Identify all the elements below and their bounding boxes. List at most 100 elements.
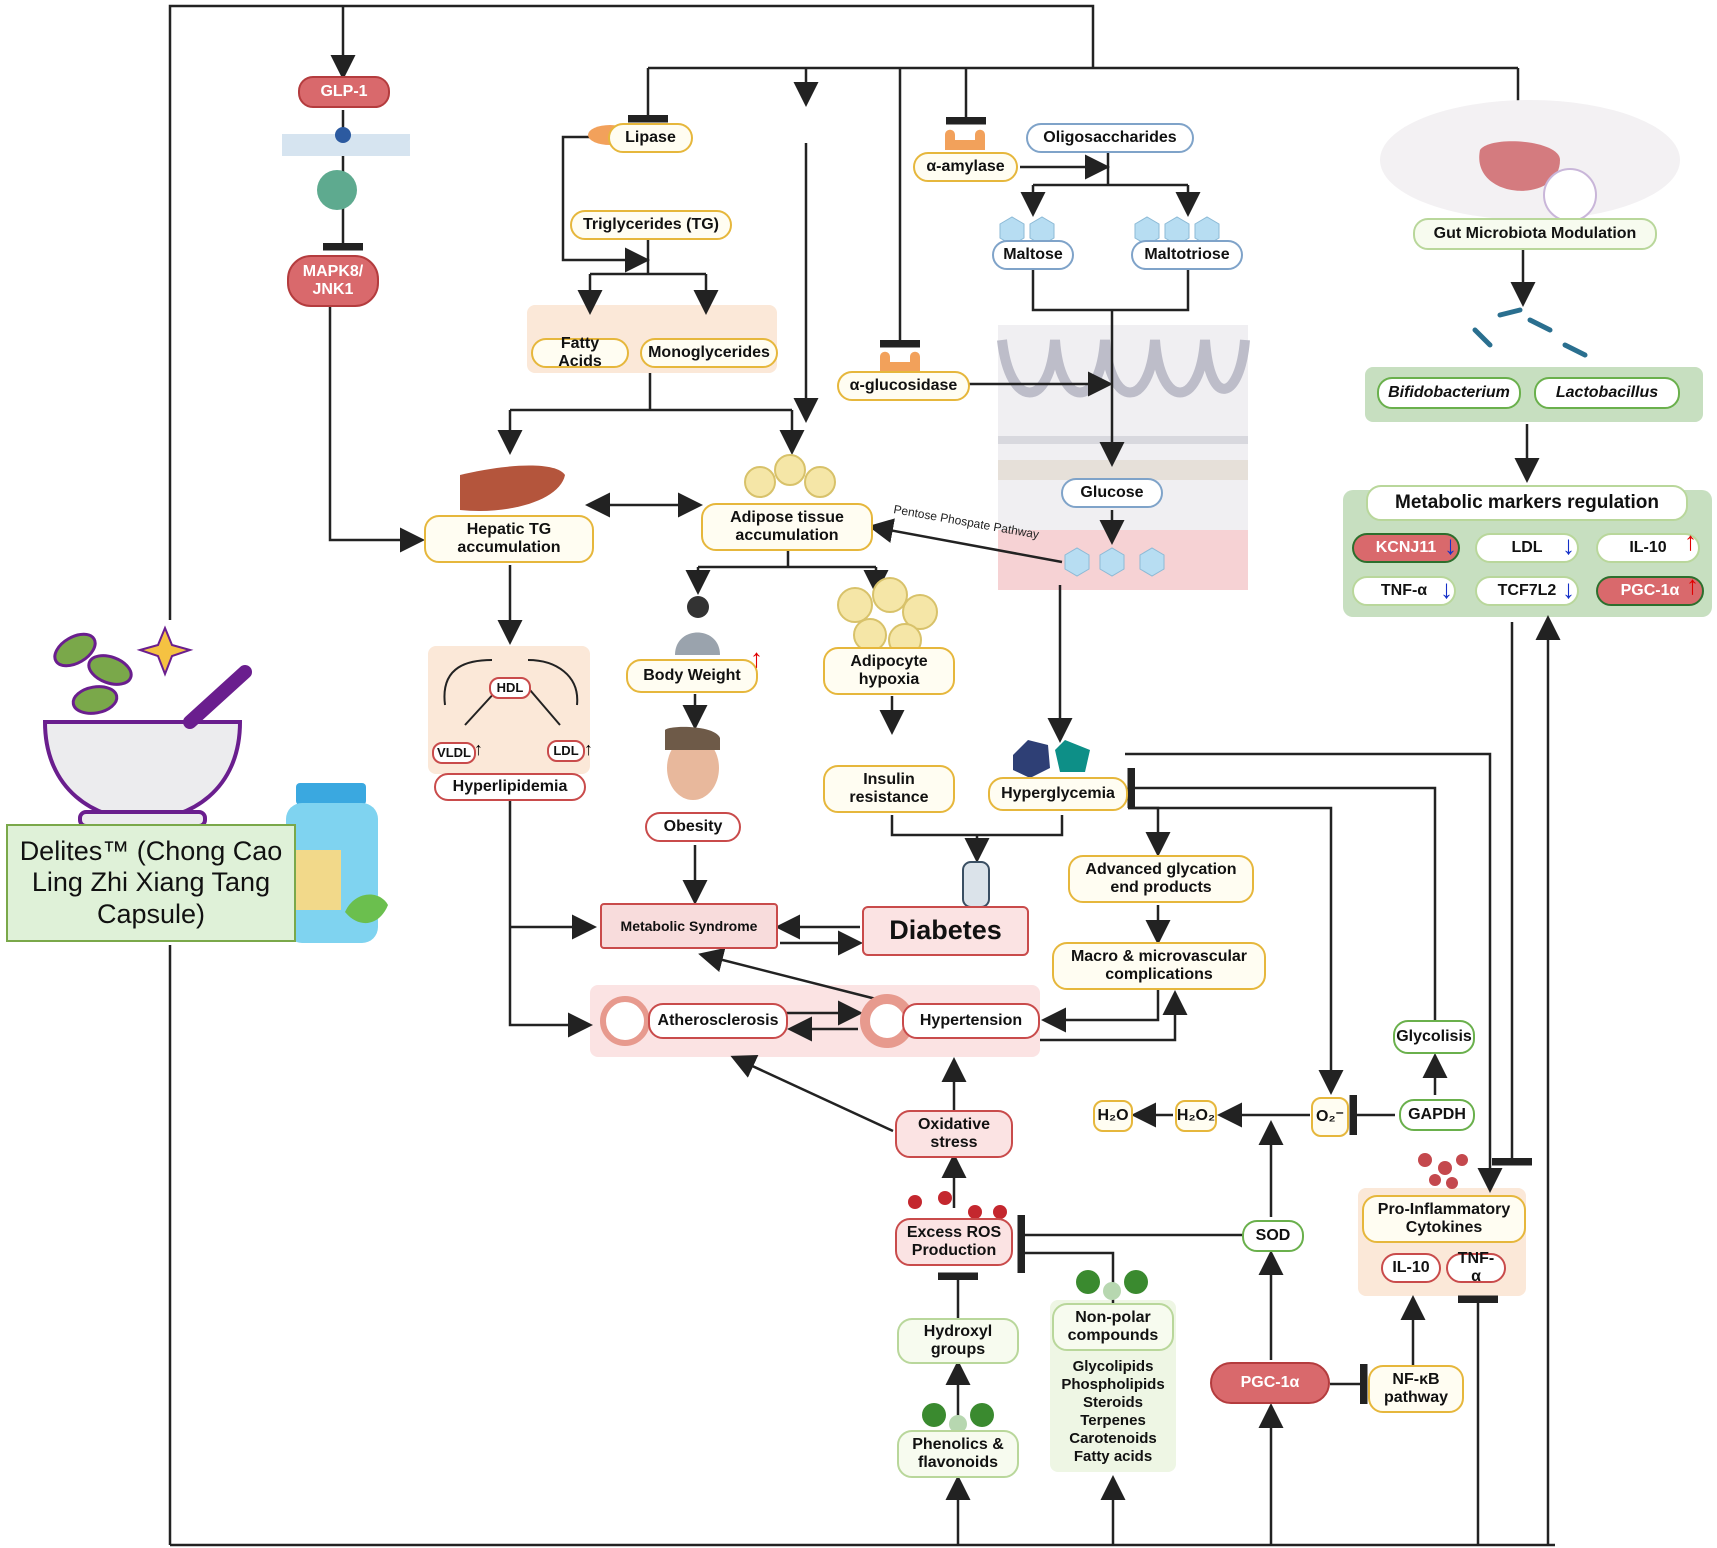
maltotriose-node: Maltotriose (1131, 240, 1243, 270)
liver-icon (460, 465, 565, 511)
macro-to-hyp (1041, 990, 1160, 1033)
tnfa-marker: TNF-α (1352, 576, 1456, 606)
maltose-node: Maltose (992, 240, 1074, 270)
o2-node: O₂⁻ (1311, 1097, 1349, 1137)
non-polar-list: Glycolipids Phospholipids Steroids Terpe… (1061, 1358, 1165, 1465)
non-polar-node: Non-polar compounds (1052, 1303, 1174, 1351)
oligosaccharides-node: Oligosaccharides (1026, 123, 1194, 153)
person-icon (675, 596, 720, 655)
triglycerides-node: Triglycerides (TG) (570, 210, 732, 240)
hydroxyl-node: Hydroxyl groups (897, 1318, 1019, 1364)
metabolic-markers-node: Metabolic markers regulation (1366, 485, 1688, 521)
ros-icon (908, 1191, 1007, 1219)
il10-up-arrow: ↑ (1684, 526, 1697, 556)
nfkb-node: NF-κB pathway (1368, 1365, 1464, 1413)
alpha-glucosidase-node: α-glucosidase (837, 371, 970, 401)
lipid-cycle (443, 659, 579, 726)
atherosclerosis-node: Atherosclerosis (648, 1003, 788, 1039)
bacteria-icon (1472, 307, 1588, 358)
sod-node: SOD (1242, 1220, 1304, 1252)
glucose-icons (999, 216, 1220, 577)
pgc1a-marker: PGC-1α (1596, 576, 1704, 606)
lipase-loop (561, 135, 650, 273)
tnfa-down-arrow: ↓ (1440, 574, 1453, 604)
macro-up (1040, 990, 1188, 1042)
mortar-icon (42, 625, 252, 828)
hepatic-tg-node: Hepatic TG accumulation (424, 515, 594, 563)
product-label: Delites™ (Chong Cao Ling Zhi Xiang Tang … (6, 824, 296, 942)
artery-icon (600, 996, 650, 1046)
fa-mg-down (510, 373, 792, 412)
bifidobacterium-node: Bifidobacterium (1377, 377, 1521, 409)
hyperglycemia-node: Hyperglycemia (988, 777, 1128, 811)
h2o-node: H₂O (1093, 1100, 1133, 1132)
villi-shape (997, 339, 1250, 398)
adipocyte-hypoxia-node: Adipocyte hypoxia (823, 647, 955, 695)
body-weight-up-arrow: ↑ (750, 643, 763, 673)
ldl-small-node: LDL (547, 740, 585, 762)
tnfa-cytokine: TNF-α (1446, 1250, 1506, 1285)
ldl-marker: LDL (1475, 533, 1579, 563)
glycolisis-to-hg (1127, 768, 1437, 1020)
phenolics-node: Phenolics & flavonoids (897, 1430, 1019, 1478)
membrane-icon (282, 127, 410, 210)
bottle-icon (286, 783, 388, 943)
il10-marker: IL-10 (1596, 533, 1700, 563)
ldl-up-arrow: ↑ (584, 739, 593, 759)
tcf7l2-marker: TCF7L2 (1475, 576, 1579, 606)
pgc1a-up-arrow: ↑ (1686, 570, 1699, 600)
hdl-node: HDL (489, 677, 531, 699)
monoglycerides-node: Monoglycerides (640, 338, 778, 368)
tg-split (590, 240, 706, 276)
adipose-tissue-node: Adipose tissue accumulation (701, 503, 873, 551)
hg-to-age (1128, 806, 1171, 857)
tcf7l2-down-arrow: ↓ (1562, 574, 1575, 604)
lactobacillus-node: Lactobacillus (1534, 377, 1680, 409)
hyperlipid-down (508, 800, 593, 1038)
phenolic-icon (922, 1270, 1148, 1433)
pgc1a-node: PGC-1α (1210, 1362, 1330, 1404)
vldl-node: VLDL (432, 742, 476, 764)
hypertension-node: Hypertension (902, 1003, 1040, 1039)
il10-cytokine: IL-10 (1381, 1253, 1441, 1283)
adipose-split (698, 550, 876, 569)
kcnj11-marker: KCNJ11 (1352, 533, 1460, 563)
hyperlipidemia-node: Hyperlipidemia (434, 773, 586, 801)
metabolic-syndrome-node: Metabolic Syndrome (600, 903, 778, 949)
glucometer-icon (962, 861, 990, 908)
glucose-node: Glucose (1061, 478, 1163, 508)
gut-microbiota-node: Gut Microbiota Modulation (1413, 218, 1657, 250)
gapdh-node: GAPDH (1399, 1099, 1475, 1131)
enzyme-icon (945, 129, 985, 150)
obesity-node: Obesity (645, 812, 741, 842)
frame-top (168, 4, 1095, 620)
kcnj11-down-arrow: ↓ (1444, 530, 1457, 560)
mapk-to-hepatic (328, 305, 425, 553)
fatty-acids-node: Fatty Acids (531, 335, 629, 370)
vldl-up-arrow: ↑ (474, 739, 483, 759)
pentose-arrow (868, 518, 1063, 564)
mouse-gut-icon (1380, 100, 1680, 222)
h2o2-node: H₂O₂ (1175, 1100, 1217, 1132)
glycolisis-node: Glycolisis (1393, 1020, 1475, 1054)
hyp-to-ms (698, 947, 881, 1002)
age-node: Advanced glycation end products (1068, 855, 1254, 903)
enzyme-icon (880, 351, 920, 372)
adipocyte-icon (744, 454, 938, 657)
ox-to-ath (730, 1055, 894, 1133)
ldl-down-arrow: ↓ (1562, 530, 1575, 560)
pro-inflam-node: Pro-Inflammatory Cytokines (1362, 1195, 1526, 1243)
cytokine-icon (1418, 1153, 1468, 1189)
hg-to-cytokines (1125, 752, 1503, 1193)
ir-hg-join (890, 815, 1064, 858)
diabetes-node: Diabetes (862, 906, 1029, 956)
glp1-node: GLP-1 (298, 76, 390, 108)
sugar-shapes-icon (1013, 740, 1090, 778)
hg-to-o2 (1128, 806, 1344, 1095)
lipase-node: Lipase (608, 123, 693, 153)
excess-ros-node: Excess ROS Production (895, 1218, 1013, 1266)
insulin-resistance-node: Insulin resistance (823, 765, 955, 813)
mapk8-node: MAPK8/ JNK1 (287, 255, 379, 307)
alpha-amylase-node: α-amylase (913, 152, 1018, 182)
body-weight-node: Body Weight (626, 659, 758, 693)
